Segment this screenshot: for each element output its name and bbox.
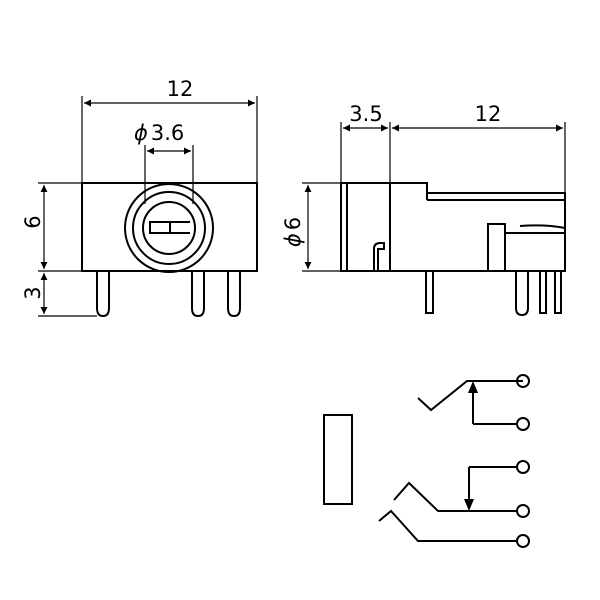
side-view: 3.5 12 ϕ6 — [281, 102, 566, 317]
socket-outer-ring — [124, 183, 214, 273]
socket-inner-ring — [132, 191, 206, 265]
jack-schematic — [323, 374, 530, 548]
side-diameter-symbol: ϕ — [281, 233, 305, 247]
plug-sleeve — [323, 414, 353, 505]
width-label: 12 — [167, 77, 194, 101]
diameter-label: ϕ6 — [281, 217, 305, 247]
upper-contact-lead — [417, 380, 523, 412]
lower-switch-arrow — [464, 499, 474, 511]
side-notch — [373, 242, 385, 271]
front-pin-right — [227, 271, 241, 318]
pin-label: 3 — [21, 286, 45, 299]
side-pin-right-a — [539, 271, 547, 314]
terminal-4 — [516, 504, 530, 518]
side-body-outline — [390, 182, 566, 272]
side-flange — [340, 182, 391, 272]
socket-bore — [142, 201, 196, 255]
side-pin-right-b — [554, 271, 562, 314]
terminal-5 — [516, 534, 530, 548]
height-label: 6 — [21, 215, 45, 228]
side-pin-middle — [515, 271, 529, 317]
side-diameter-value: 6 — [281, 217, 305, 230]
socket-contact-slot — [149, 221, 190, 234]
front-pin-left — [96, 271, 110, 318]
lower-contact-lead — [378, 509, 517, 542]
terminal-3 — [516, 460, 530, 474]
side-inner-block — [487, 223, 565, 271]
bore-diameter-symbol: ϕ — [134, 121, 148, 145]
upper-switch-arrow — [468, 381, 478, 393]
side-inner-curve — [519, 224, 566, 229]
terminal-2 — [516, 417, 530, 431]
middle-contact-lead — [393, 481, 517, 512]
bore-value: 3.6 — [151, 121, 184, 145]
flange-label: 3.5 — [349, 102, 382, 126]
terminal-1 — [516, 374, 530, 388]
length-label: 12 — [475, 102, 502, 126]
side-pin-left — [425, 271, 434, 314]
front-pin-middle — [191, 271, 205, 318]
